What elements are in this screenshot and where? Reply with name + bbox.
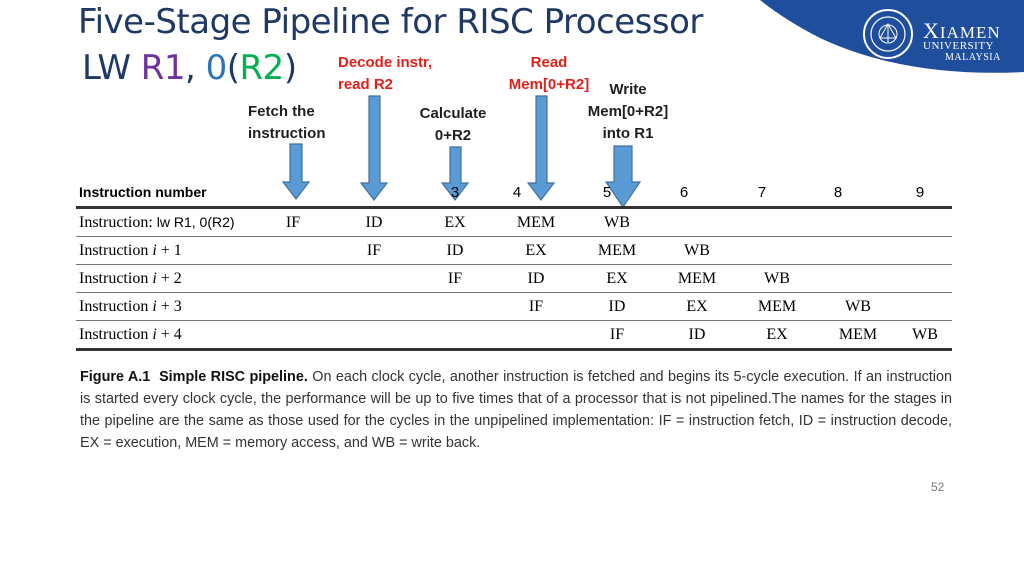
stage-cell: EX xyxy=(525,242,547,259)
arrow-down-icon xyxy=(281,143,311,200)
table-row: Instruction i + 4 IF ID EX MEM WB xyxy=(76,320,952,348)
stage-cell: ID xyxy=(688,326,706,343)
cycle-number: 4 xyxy=(512,184,522,201)
stage-cell: IF xyxy=(609,326,625,343)
table-row: Instruction i + 3 IF ID EX MEM WB xyxy=(76,292,952,320)
table-row: Instruction i + 2 IF ID EX MEM WB xyxy=(76,264,952,292)
slide-subtitle: LW R1, 0(R2) xyxy=(82,48,297,88)
stage-cell: ID xyxy=(365,214,383,231)
stage-cell: WB xyxy=(912,326,938,343)
instruction-label: Instruction i + 1 xyxy=(79,242,182,259)
instruction-label: Instruction i + 4 xyxy=(79,326,182,343)
stage-cell: MEM xyxy=(597,242,637,259)
instruction-label: Instruction: lw R1, 0(R2) xyxy=(79,214,235,231)
page-number: 52 xyxy=(931,480,945,494)
cycle-number: 6 xyxy=(679,184,689,201)
logo-name: XIAMEN xyxy=(923,18,1001,43)
stage-cell: ID xyxy=(527,270,545,287)
arrow-down-icon xyxy=(359,95,389,201)
register-r1: R1 xyxy=(140,48,186,88)
stage-cell: EX xyxy=(766,326,788,343)
arrow-down-icon xyxy=(526,95,556,201)
table-row: Instruction: lw R1, 0(R2) IF ID EX MEM WB xyxy=(76,208,952,236)
arrow-down-icon xyxy=(440,146,470,201)
arrow-down-icon xyxy=(604,145,642,209)
stage-cell: MEM xyxy=(516,214,556,231)
annotation-decode: Decode instr,read R2 xyxy=(338,54,433,93)
stage-cell: MEM xyxy=(677,270,717,287)
stage-cell: IF xyxy=(528,298,544,315)
offset-zero: 0 xyxy=(205,48,228,88)
figure-title: Simple RISC pipeline. xyxy=(159,369,308,385)
corner-band xyxy=(760,0,1024,73)
table-header: Instruction number 123456789 xyxy=(76,178,952,206)
stage-cell: EX xyxy=(606,270,628,287)
register-r2: R2 xyxy=(239,48,285,88)
stage-cell: WB xyxy=(684,242,710,259)
instruction-label: Instruction i + 3 xyxy=(79,298,182,315)
cycle-number: 3 xyxy=(450,184,460,201)
stage-cell: MEM xyxy=(838,326,878,343)
stage-cell: IF xyxy=(285,214,301,231)
stage-cell: ID xyxy=(608,298,626,315)
logo-country: MALAYSIA xyxy=(945,52,1001,63)
stage-cell: WB xyxy=(764,270,790,287)
cycle-number: 5 xyxy=(602,184,612,201)
stage-cell: WB xyxy=(604,214,630,231)
stage-cell: MEM xyxy=(757,298,797,315)
figure-label: Figure A.1 xyxy=(80,369,151,385)
stage-cell: ID xyxy=(446,242,464,259)
stage-cell: EX xyxy=(444,214,466,231)
cycle-number: 7 xyxy=(757,184,767,201)
instruction-label: Instruction i + 2 xyxy=(79,270,182,287)
slide-title: Five-Stage Pipeline for RISC Processor xyxy=(78,2,703,42)
university-seal-icon xyxy=(863,9,913,59)
cycle-number: 9 xyxy=(915,184,925,201)
figure-text: On each clock cycle, another instruction… xyxy=(80,369,952,451)
table-row: Instruction i + 1 IF ID EX MEM WB xyxy=(76,236,952,264)
stage-cell: IF xyxy=(366,242,382,259)
figure-caption: Figure A.1 Simple RISC pipeline. On each… xyxy=(80,366,952,454)
stage-cell: EX xyxy=(686,298,708,315)
header-label: Instruction number xyxy=(79,184,207,200)
stage-cell: IF xyxy=(447,270,463,287)
stage-cell: WB xyxy=(845,298,871,315)
cycle-number: 8 xyxy=(833,184,843,201)
logo-university: UNIVERSITY xyxy=(923,40,994,52)
